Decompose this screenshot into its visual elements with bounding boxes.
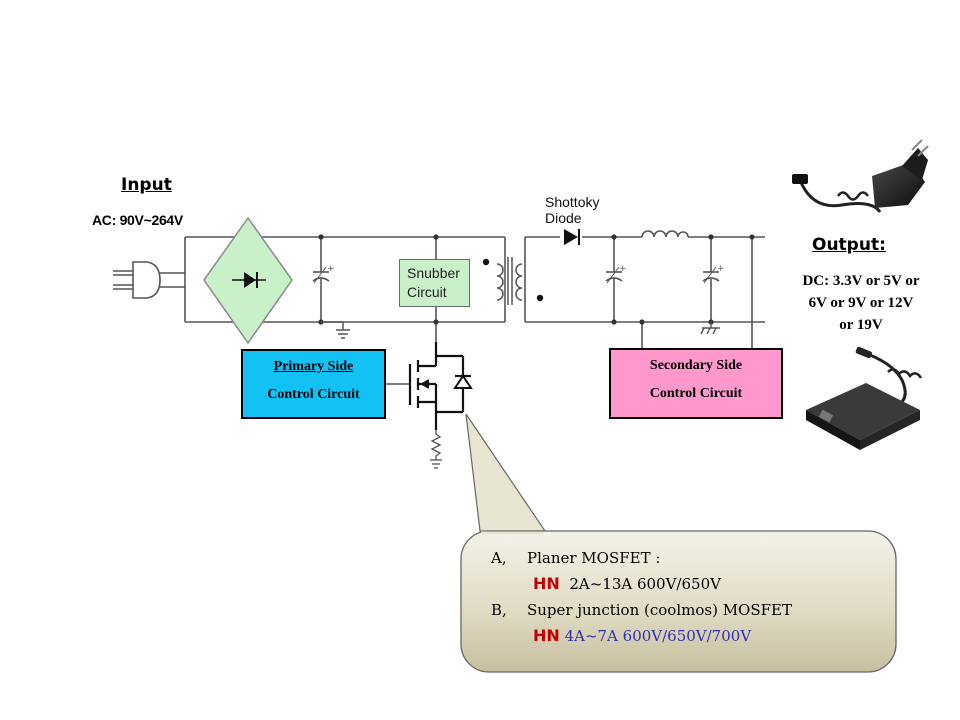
secondary-control-line1: Secondary Side bbox=[649, 358, 743, 373]
callout-a-title: Planer MOSFET : bbox=[527, 549, 661, 567]
mosfet-callout-text: A, Planer MOSFET : HN 2A~13A 600V/650V B,… bbox=[491, 545, 792, 649]
callout-a-prefix: A, bbox=[491, 549, 507, 567]
callout-item-b-spec: HN 4A~7A 600V/650V/700V bbox=[491, 623, 792, 649]
callout-item-a: A, Planer MOSFET : bbox=[491, 545, 792, 571]
laptop-adapter-image bbox=[806, 346, 923, 450]
sense-resistor-icon bbox=[430, 430, 442, 469]
chassis-ground-icon bbox=[700, 322, 720, 335]
mosfet-callout-bubble bbox=[460, 413, 897, 673]
callout-item-a-spec: HN 2A~13A 600V/650V bbox=[491, 571, 792, 597]
primary-control-line2: Control Circuit bbox=[267, 387, 360, 402]
dc-line3: or 19V bbox=[839, 317, 883, 333]
bridge-rectifier-icon bbox=[203, 216, 293, 345]
ac-plug-icon bbox=[113, 261, 185, 299]
diode-label-line2: Diode bbox=[545, 210, 582, 226]
svg-text:+: + bbox=[717, 264, 725, 274]
svg-text:+: + bbox=[327, 264, 335, 274]
callout-b-prefix: B, bbox=[491, 601, 507, 619]
secondary-capacitor-1-icon: + bbox=[605, 237, 627, 322]
mosfet-icon bbox=[408, 342, 473, 430]
primary-capacitor-icon: + bbox=[312, 237, 335, 322]
wall-adapter-image bbox=[792, 139, 929, 213]
snubber-line1: Snubber bbox=[407, 265, 460, 281]
callout-b-title: Super junction (coolmos) MOSFET bbox=[527, 601, 792, 619]
secondary-capacitor-2-icon: + bbox=[702, 237, 725, 322]
dc-voltage-options: DC: 3.3V or 5V or 6V or 9V or 12V or 19V bbox=[775, 270, 947, 336]
dc-line1: DC: 3.3V or 5V or bbox=[802, 273, 920, 289]
output-title: Output: bbox=[812, 235, 886, 255]
callout-b-spec: 4A~7A 600V/650V/700V bbox=[564, 627, 752, 645]
ground-icon bbox=[321, 321, 350, 339]
svg-text:+: + bbox=[619, 264, 627, 274]
primary-side-control-box: Primary Side Control Circuit bbox=[241, 349, 386, 419]
hn-brand-logo: HN bbox=[533, 626, 560, 645]
callout-a-spec: 2A~13A 600V/650V bbox=[569, 575, 721, 593]
callout-item-b: B, Super junction (coolmos) MOSFET bbox=[491, 597, 792, 623]
transformer-icon bbox=[482, 257, 544, 305]
secondary-side-control-box: Secondary Side Control Circuit bbox=[609, 348, 783, 419]
inductor-icon bbox=[641, 230, 689, 238]
diode-label-line1: Shottoky bbox=[545, 194, 600, 210]
primary-control-line1: Primary Side bbox=[273, 359, 354, 374]
hn-brand-logo: HN bbox=[533, 574, 560, 593]
snubber-circuit-box: Snubber Circuit bbox=[399, 259, 470, 307]
snubber-line2: Circuit bbox=[407, 284, 447, 300]
schottky-diode-icon bbox=[564, 229, 580, 245]
diode-label: Shottoky Diode bbox=[545, 194, 615, 226]
input-title: Input bbox=[121, 175, 172, 195]
ac-voltage-range: AC: 90V~264V bbox=[92, 212, 183, 228]
dc-line2: 6V or 9V or 12V bbox=[808, 295, 914, 311]
secondary-control-line2: Control Circuit bbox=[649, 386, 743, 401]
